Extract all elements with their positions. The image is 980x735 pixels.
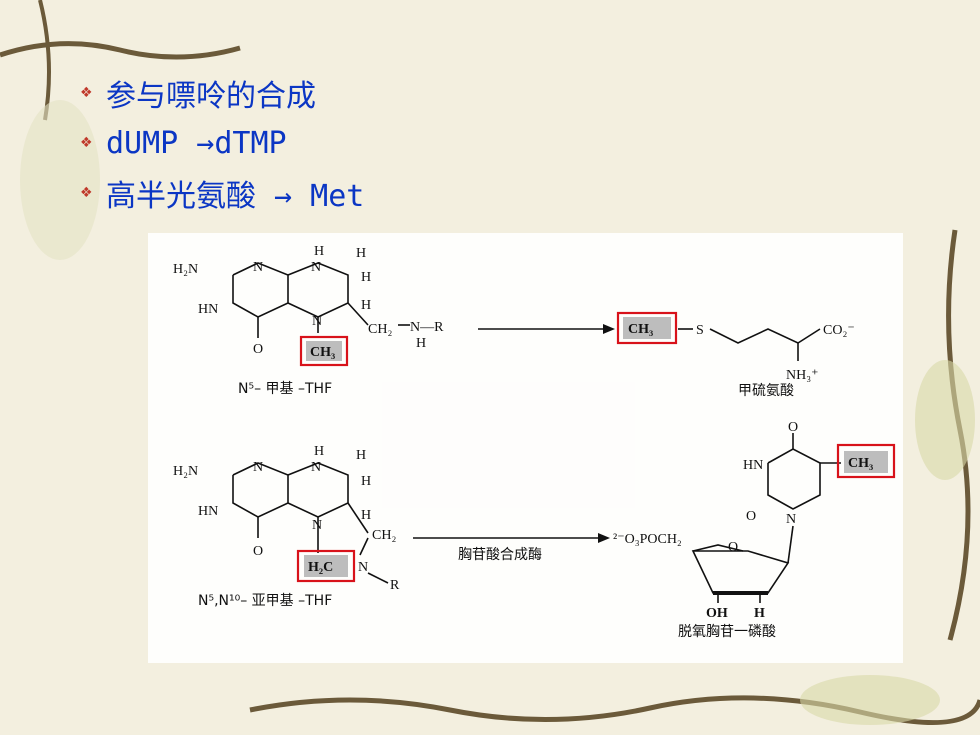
nr-label: N—R	[410, 320, 444, 335]
h-label: H	[361, 270, 371, 285]
h-label: H	[361, 508, 371, 523]
bullet-item: ❖ 参与嘌呤的合成	[80, 68, 780, 118]
h2n-label: H₂N	[173, 262, 198, 277]
methyl-red-box	[299, 335, 349, 367]
o-label: O	[253, 544, 263, 559]
reaction-diagram: H₂N N N H H H HN H O N CH₂ N—R H CH₃ N⁵–…	[173, 244, 896, 640]
n5-methyl-thf-caption: N⁵– 甲基 –THF	[238, 380, 332, 397]
methionine-caption: 甲硫氨酸	[738, 383, 794, 399]
bullet-text: 高半光氨酸 → Met	[106, 179, 365, 214]
phosphate-label: ²⁻O₃POCH₂	[613, 532, 682, 547]
methyl-label: CH₃	[628, 322, 653, 337]
methyl-red-box	[836, 443, 896, 479]
methyl-red-box	[616, 311, 678, 345]
chain-bonds	[709, 328, 821, 344]
h-label: H	[754, 606, 765, 621]
ch2-label: CH₂	[372, 528, 396, 543]
r-label: R	[390, 578, 400, 593]
carboxylate-label: CO₂⁻	[823, 323, 855, 338]
s-label: S	[696, 323, 704, 338]
hn-label: HN	[743, 458, 763, 473]
deoxyribose-ring	[691, 550, 790, 594]
hn-label: HN	[198, 302, 218, 317]
methylene-highlight	[304, 555, 348, 577]
methyl-label: CH₃	[848, 456, 873, 471]
h-label: H	[361, 298, 371, 313]
h-label: H	[314, 244, 324, 259]
enzyme-label: 胸苷酸合成酶	[458, 547, 542, 563]
leaf-left	[20, 100, 100, 260]
o-label: O	[253, 342, 263, 357]
vine-left	[38, 0, 51, 121]
n-label: N	[311, 460, 321, 475]
ch2-label: CH₂	[368, 322, 392, 337]
ch2-n10-bond	[359, 537, 369, 556]
n5-n10-methylene-thf-caption: N⁵,N¹⁰– 亚甲基 –THF	[198, 592, 332, 609]
reaction1-arrow	[478, 324, 615, 334]
n-label: N	[253, 260, 263, 275]
n-label: N	[786, 512, 796, 527]
methyl-highlight	[844, 451, 888, 473]
h-label: H	[361, 474, 371, 489]
reaction-figure: H₂N N N H H H HN H O N CH₂ N—R H CH₃ N⁵–…	[148, 233, 903, 663]
n-label: N	[253, 460, 263, 475]
methyl-highlight	[623, 317, 671, 339]
bullet-item: ❖ 高半光氨酸 → Met	[80, 168, 780, 218]
ammonium-label: NH₃⁺	[786, 368, 819, 383]
methylene-label: H₂C	[308, 560, 333, 575]
o-ring-label: O	[728, 540, 738, 555]
oh-label: OH	[706, 606, 728, 621]
leaf-right	[915, 360, 975, 480]
leaf-bottom	[800, 675, 940, 725]
hn-label: HN	[198, 504, 218, 519]
h-label: H	[314, 444, 324, 459]
vine-top-left	[0, 41, 241, 60]
dtmp-structure: O HN CH₃ O N ²⁻O₃POCH₂ O OH H 脱氧胸苷一磷酸	[613, 420, 896, 640]
h2n-label: H₂N	[173, 464, 198, 479]
n-label: N	[311, 260, 321, 275]
arrow-head	[603, 324, 615, 334]
methionine-structure: CH₃ S CO₂⁻ NH₃⁺ 甲硫氨酸	[616, 311, 855, 399]
o-label: O	[746, 509, 756, 524]
h-label: H	[416, 336, 426, 351]
n5-label: N	[312, 314, 322, 329]
bullet-text: dUMP →dTMP	[106, 125, 287, 161]
dtmp-caption: 脱氧胸苷一磷酸	[678, 624, 776, 640]
r-bond	[367, 572, 389, 584]
bullet-item: ❖ dUMP →dTMP	[80, 118, 780, 168]
reaction2-arrow: 胸苷酸合成酶	[413, 533, 610, 563]
o-label: O	[788, 420, 798, 435]
methyl-label: CH₃	[310, 345, 335, 360]
thymine-ring	[767, 448, 821, 510]
n5-n10-methylene-thf-structure: H₂N N N H H H HN H O N CH₂ H₂C N R N⁵,N¹…	[173, 444, 400, 609]
methyl-highlight	[306, 341, 342, 361]
n10-label: N	[358, 560, 368, 575]
pyrazine-ring	[287, 262, 349, 318]
bullet-text: 参与嘌呤的合成	[106, 79, 316, 114]
diamond-bullet-icon: ❖	[80, 135, 93, 151]
diamond-bullet-icon: ❖	[80, 85, 93, 101]
bullet-list: ❖ 参与嘌呤的合成 ❖ dUMP →dTMP ❖ 高半光氨酸 → Met	[80, 68, 780, 218]
diamond-bullet-icon: ❖	[80, 185, 93, 201]
n5-methyl-thf-structure: H₂N N N H H H HN H O N CH₂ N—R H CH₃ N⁵–…	[173, 244, 444, 397]
glycosidic-bond	[787, 525, 794, 564]
n5-label: N	[312, 518, 322, 533]
h-label: H	[356, 448, 366, 463]
h-label: H	[356, 246, 366, 261]
sugar-top	[692, 544, 744, 552]
methylene-red-box	[296, 549, 356, 583]
pyrazine-ring	[287, 462, 349, 518]
ch2-bond	[347, 302, 369, 326]
arrow-head	[598, 533, 610, 543]
ch2-bond	[347, 502, 369, 534]
